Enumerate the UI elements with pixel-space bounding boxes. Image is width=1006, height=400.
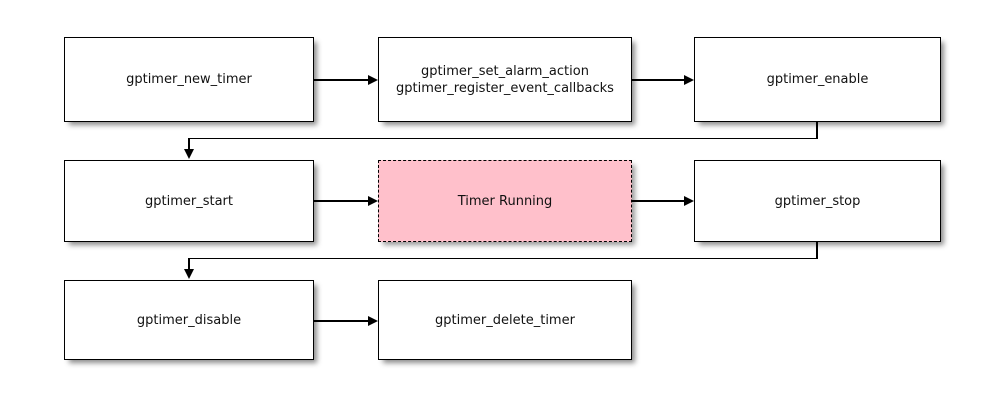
edge-start-to-timer-running-line [314,200,370,202]
node-label: gptimer_disable [136,312,242,328]
edge-stop-to-disable-seg-drop [188,257,190,272]
edge-enable-to-start-arrow [184,149,194,159]
node-gptimer-enable[interactable]: gptimer_enable [694,37,941,122]
node-label: gptimer_delete_timer [435,312,575,328]
node-label: gptimer_set_alarm_action gptimer_registe… [396,63,614,96]
edge-stop-to-disable-seg-left [188,257,817,260]
edge-set-alarm-to-enable-arrow [684,75,694,85]
node-gptimer-start[interactable]: gptimer_start [64,160,314,242]
node-gptimer-new-timer[interactable]: gptimer_new_timer [64,37,314,122]
edge-disable-to-delete-timer-arrow [368,316,378,326]
node-label: gptimer_enable [766,72,869,87]
node-timer-running[interactable]: Timer Running [378,160,632,242]
edge-enable-to-start-seg-drop [188,137,190,152]
edge-timer-running-to-stop-arrow [684,196,694,206]
edge-stop-to-disable-arrow [184,269,194,279]
node-gptimer-set-alarm-action[interactable]: gptimer_set_alarm_action gptimer_registe… [378,37,632,122]
edge-start-to-timer-running-arrow [368,196,378,206]
node-label: gptimer_new_timer [126,72,252,87]
edge-enable-to-start-seg-down [816,122,818,139]
edge-new-timer-to-set-alarm-line [314,79,370,81]
node-label: gptimer_stop [774,193,861,209]
node-gptimer-stop[interactable]: gptimer_stop [694,160,941,242]
node-gptimer-disable[interactable]: gptimer_disable [64,280,314,360]
edge-disable-to-delete-timer-line [314,320,370,322]
edge-new-timer-to-set-alarm-arrow [368,75,378,85]
edge-enable-to-start-seg-left [188,137,817,140]
node-gptimer-delete-timer[interactable]: gptimer_delete_timer [378,280,632,360]
node-label: gptimer_start [145,193,233,209]
edge-stop-to-disable-seg-down [816,242,818,259]
node-label: Timer Running [457,193,553,209]
edge-set-alarm-to-enable-line [632,79,686,81]
edge-timer-running-to-stop-line [632,200,686,202]
